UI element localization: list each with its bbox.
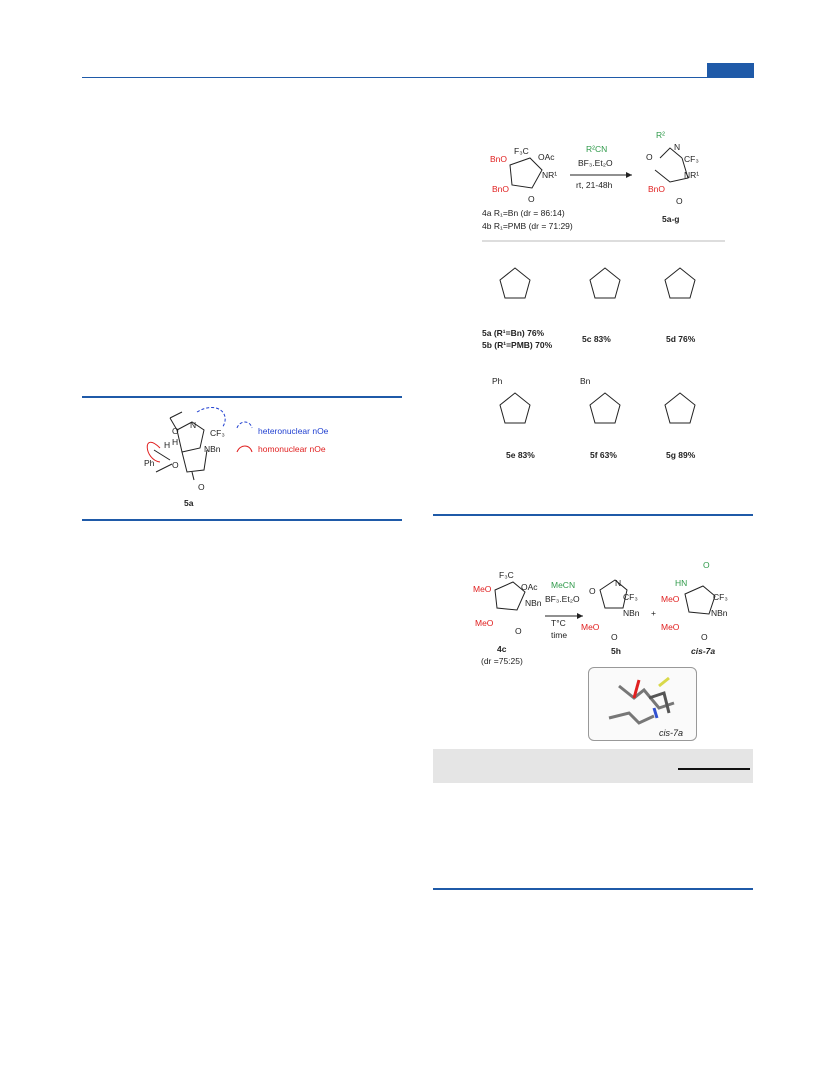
prod-5d-label: 5d 76% [666, 334, 696, 344]
b-o3: O [611, 632, 618, 642]
b-meo2: MeO [475, 618, 494, 628]
b-meo4: MeO [661, 594, 680, 604]
b-cf3-2: CF₃ [713, 592, 728, 602]
product-5e: Ph 5e 83% [492, 376, 535, 460]
b-temp: T°C [551, 618, 566, 628]
prod-5a-label: 5a (R¹=Bn) 76% [482, 328, 545, 338]
b-sm-dr: (dr =75:25) [481, 656, 523, 666]
prod-5b-label: 5b (R¹=PMB) 70% [482, 340, 553, 350]
prod-5f-label: 5f 63% [590, 450, 617, 460]
sm-a: 4a R₁=Bn (dr = 86:14) [482, 208, 565, 218]
prod-cf3: CF₃ [684, 154, 699, 164]
atom-cf3: CF₃ [210, 428, 225, 438]
sm-f3c: F₃C [514, 146, 529, 156]
product-5g: 5g 89% [664, 392, 696, 460]
reagent-bf3: BF₃.Et₂O [578, 158, 613, 168]
figure-bottom-rule [82, 519, 402, 521]
scheme-top: F₃C OAc BnO NR¹ BnO O R²CN BF₃.Et₂O rt, … [482, 130, 725, 460]
prod-nr1: NR¹ [684, 170, 699, 180]
noe-figure: N O CF₃ NBn H H Ph O O heteronuclear nOe… [144, 406, 329, 508]
b-o: O [515, 626, 522, 636]
figure-top-rule [82, 396, 402, 398]
prod-o: O [646, 152, 653, 162]
b-meo1: MeO [473, 584, 492, 594]
b-o4: O [703, 560, 710, 570]
sm-b: 4b R₁=PMB (dr = 71:29) [482, 221, 573, 231]
reagent-r2cn: R²CN [586, 144, 607, 154]
product-5c: 5c 83% [582, 267, 621, 344]
xray-structure: cis-7a [588, 667, 697, 741]
sm-oac: OAc [538, 152, 555, 162]
b-o5: O [701, 632, 708, 642]
prod-5g-label: 5g 89% [666, 450, 696, 460]
caption-box [433, 749, 753, 783]
prod-5e-label: 5e 83% [506, 450, 535, 460]
prod-n: N [674, 142, 680, 152]
scheme-rule-2 [433, 888, 753, 890]
b-time: time [551, 630, 567, 640]
subst-ph: Ph [492, 376, 503, 386]
subst-bn: Bn [580, 376, 591, 386]
atom-nbn: NBn [204, 444, 221, 454]
atom-o2: O [172, 460, 179, 470]
prod-o2: O [676, 196, 683, 206]
b-sm-label: 4c [497, 644, 507, 654]
scheme-rule-1 [433, 514, 753, 516]
b-n: N [615, 578, 621, 588]
atom-ph: Ph [144, 458, 155, 468]
product-5d: 5d 76% [664, 267, 696, 344]
sm-o: O [528, 194, 535, 204]
legend-hetero: heteronuclear nOe [258, 426, 329, 436]
b-plus: + [651, 608, 656, 618]
b-meo3: MeO [581, 622, 600, 632]
prod-id: 5a-g [662, 214, 679, 224]
b-nbn: NBn [525, 598, 542, 608]
header-rule [82, 77, 754, 78]
b-meo5: MeO [661, 622, 680, 632]
b-reagent2: BF₃.Et₂O [545, 594, 580, 604]
b-f3c: F₃C [499, 570, 514, 580]
compound-label: 5a [184, 498, 194, 508]
b-nbn3: NBn [711, 608, 728, 618]
reagent-conditions: rt, 21-48h [576, 180, 613, 190]
page-number-tab [707, 63, 754, 77]
sm-bno1: BnO [490, 154, 507, 164]
legend-homo: homonuclear nOe [258, 444, 326, 454]
xray-label: cis-7a [659, 728, 683, 738]
atom-h1: H [164, 440, 170, 450]
b-oac: OAc [521, 582, 538, 592]
product-5f: Bn 5f 63% [580, 376, 621, 460]
b-prod1: 5h [611, 646, 621, 656]
b-nbn2: NBn [623, 608, 640, 618]
caption-underline [678, 768, 750, 770]
scheme-bottom: F₃C OAc MeO NBn MeO O 4c (dr =75:25) MeC… [473, 560, 728, 666]
atom-o: O [172, 426, 179, 436]
atom-n: N [190, 420, 196, 430]
product-5a: 5a (R¹=Bn) 76% 5b (R¹=PMB) 70% [482, 267, 553, 350]
atom-h2: H [172, 437, 178, 447]
sm-nr1: NR¹ [542, 170, 557, 180]
prod-r2: R² [656, 130, 665, 140]
b-reagent1: MeCN [551, 580, 575, 590]
b-o2: O [589, 586, 596, 596]
b-cf3: CF₃ [623, 592, 638, 602]
atom-o3: O [198, 482, 205, 492]
b-hn: HN [675, 578, 687, 588]
sm-bno2: BnO [492, 184, 509, 194]
b-prod2: cis-7a [691, 646, 715, 656]
prod-5c-label: 5c 83% [582, 334, 611, 344]
prod-bno: BnO [648, 184, 665, 194]
